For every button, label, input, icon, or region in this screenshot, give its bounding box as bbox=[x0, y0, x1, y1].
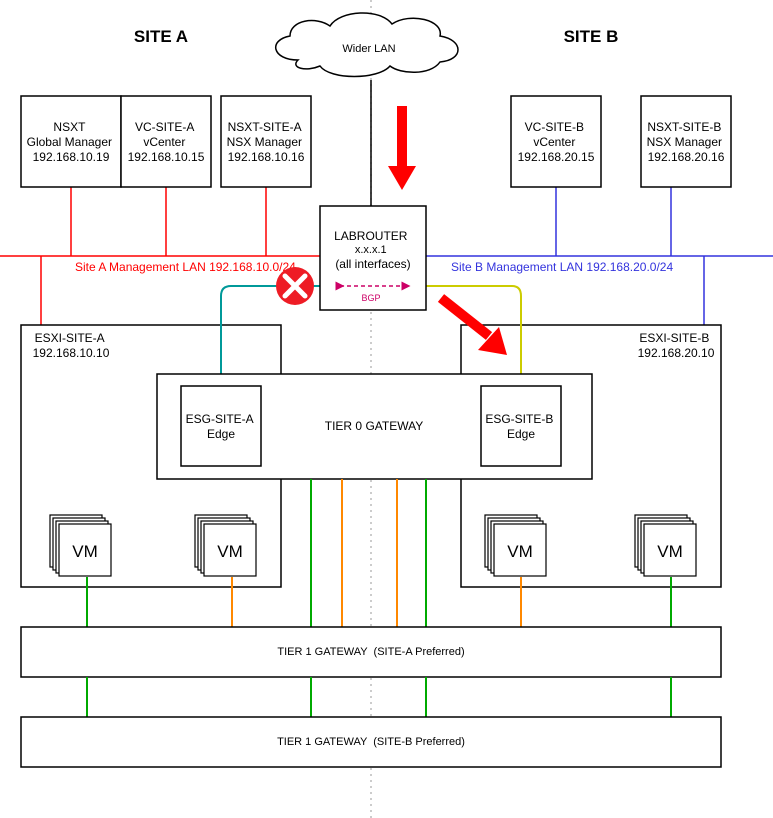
tier1-links bbox=[86, 677, 672, 717]
svg-text:LABROUTER x.x.x.1: LABROUTER x.x.x.1 (all interfaces) bbox=[334, 227, 412, 271]
vca-line1: VC-SITE-A bbox=[135, 120, 194, 134]
wider-lan-cloud: Wider LAN bbox=[274, 12, 459, 78]
vca-line3: 192.168.10.15 bbox=[128, 150, 205, 164]
link-failure-icon bbox=[276, 267, 314, 305]
vm-stack-icon: VM bbox=[49, 514, 112, 577]
vm-label: VM bbox=[657, 542, 683, 561]
esxi-b-name: ESXI-SITE-B bbox=[639, 331, 709, 345]
vm-links bbox=[86, 577, 672, 627]
gm-line3: 192.168.10.19 bbox=[33, 150, 110, 164]
router-note: (all interfaces) bbox=[335, 257, 410, 271]
esg-b-type: Edge bbox=[507, 427, 535, 441]
svg-text:VC-SITE-B vCenter: VC-SITE-B vCenter 192.168.20.15 bbox=[518, 120, 595, 164]
vca-line2: vCenter bbox=[143, 135, 185, 149]
tier1-b-label: TIER 1 GATEWAY (SITE-B Preferred) bbox=[277, 736, 465, 748]
svg-text:NSXT-SITE-A NSX Manager: NSXT-SITE-A NSX Manager 192.168.10.16 bbox=[227, 120, 306, 164]
tier1-a-label: TIER 1 GATEWAY (SITE-A Preferred) bbox=[277, 646, 464, 658]
vcb-line3: 192.168.20.15 bbox=[518, 150, 595, 164]
svg-text:VC-SITE-A vCenter: VC-SITE-A vCenter 192.168.10.15 bbox=[128, 120, 205, 164]
svg-text:ESXI-SITE-B 192.168.20.1: ESXI-SITE-B 192.168.20.10 bbox=[638, 331, 715, 360]
site-a-lan-label: Site A Management LAN 192.168.10.0/24 bbox=[75, 260, 296, 274]
svg-text:NSXT-SITE-B NSX Manager: NSXT-SITE-B NSX Manager 192.168.20.16 bbox=[647, 120, 726, 164]
esg-a-uplink bbox=[220, 285, 320, 386]
nsxb-line3: 192.168.20.16 bbox=[648, 150, 725, 164]
nsxt-site-b-box: NSXT-SITE-B NSX Manager 192.168.20.16 bbox=[640, 95, 732, 188]
vm-stack-icon: VM bbox=[634, 514, 697, 577]
router-name: LABROUTER bbox=[334, 229, 408, 243]
bgp-label: BGP bbox=[361, 293, 380, 303]
vc-site-b-box: VC-SITE-B vCenter 192.168.20.15 bbox=[510, 95, 602, 188]
svg-text:NSXT Global Manager: NSXT Global Manager 192.168.10.19 bbox=[27, 120, 116, 164]
router-ip: x.x.x.1 bbox=[355, 244, 387, 256]
esxi-b-ip: 192.168.20.10 bbox=[638, 346, 715, 360]
vm-label: VM bbox=[217, 542, 243, 561]
labrouter: LABROUTER x.x.x.1 (all interfaces) BGP bbox=[319, 205, 427, 311]
tier0-tier1-links bbox=[310, 479, 427, 627]
esg-site-b-box: ESG-SITE-B Edge bbox=[480, 385, 562, 467]
site-a-drops bbox=[40, 187, 267, 325]
vc-site-a-box: VC-SITE-A vCenter 192.168.10.15 bbox=[120, 95, 212, 188]
site-a-title: SITE A bbox=[134, 27, 188, 46]
vcb-line1: VC-SITE-B bbox=[525, 120, 584, 134]
diagonal-arrow-icon bbox=[437, 294, 507, 355]
nsxa-line2: NSX Manager bbox=[227, 135, 302, 149]
down-arrow-icon bbox=[388, 106, 416, 190]
esxi-a-ip: 192.168.10.10 bbox=[33, 346, 110, 360]
nsxt-global-manager-box: NSXT Global Manager 192.168.10.19 bbox=[20, 95, 122, 188]
vm-stack-icon: VM bbox=[484, 514, 547, 577]
vm-label: VM bbox=[507, 542, 533, 561]
nsxa-line1: NSXT-SITE-A bbox=[228, 120, 302, 134]
tier1-gateway-site-a: TIER 1 GATEWAY (SITE-A Preferred) bbox=[20, 626, 722, 678]
gm-line1: NSXT bbox=[53, 120, 86, 134]
nsxt-site-a-box: NSXT-SITE-A NSX Manager 192.168.10.16 bbox=[220, 95, 312, 188]
site-b-title: SITE B bbox=[564, 27, 619, 46]
esg-b-uplink bbox=[426, 285, 522, 386]
esg-a-name: ESG-SITE-A bbox=[186, 412, 254, 426]
esg-site-a-box: ESG-SITE-A Edge bbox=[180, 385, 262, 467]
esg-b-name: ESG-SITE-B bbox=[485, 412, 553, 426]
svg-text:ESG-SITE-B Edge: ESG-SITE-B Edge bbox=[485, 412, 556, 441]
svg-text:ESXI-SITE-A 192.168.10.1: ESXI-SITE-A 192.168.10.10 bbox=[33, 331, 110, 360]
nsxb-line1: NSXT-SITE-B bbox=[647, 120, 721, 134]
vm-label: VM bbox=[72, 542, 98, 561]
esg-a-type: Edge bbox=[207, 427, 235, 441]
esxi-a-name: ESXI-SITE-A bbox=[35, 331, 105, 345]
svg-text:ESG-SITE-A Edge: ESG-SITE-A Edge bbox=[186, 412, 257, 441]
gm-line2: Global Manager bbox=[27, 135, 112, 149]
vm-stack-icon: VM bbox=[194, 514, 257, 577]
tier1-gateway-site-b: TIER 1 GATEWAY (SITE-B Preferred) bbox=[20, 716, 722, 768]
nsxa-line3: 192.168.10.16 bbox=[228, 150, 305, 164]
site-b-lan-label: Site B Management LAN 192.168.20.0/24 bbox=[451, 260, 673, 274]
site-b-drops bbox=[555, 187, 705, 325]
nsxb-line2: NSX Manager bbox=[647, 135, 722, 149]
vcb-line2: vCenter bbox=[533, 135, 575, 149]
cloud-label: Wider LAN bbox=[342, 43, 395, 55]
vm-stacks: VM VM VM VM bbox=[49, 514, 697, 577]
tier0-label: TIER 0 GATEWAY bbox=[325, 419, 423, 433]
